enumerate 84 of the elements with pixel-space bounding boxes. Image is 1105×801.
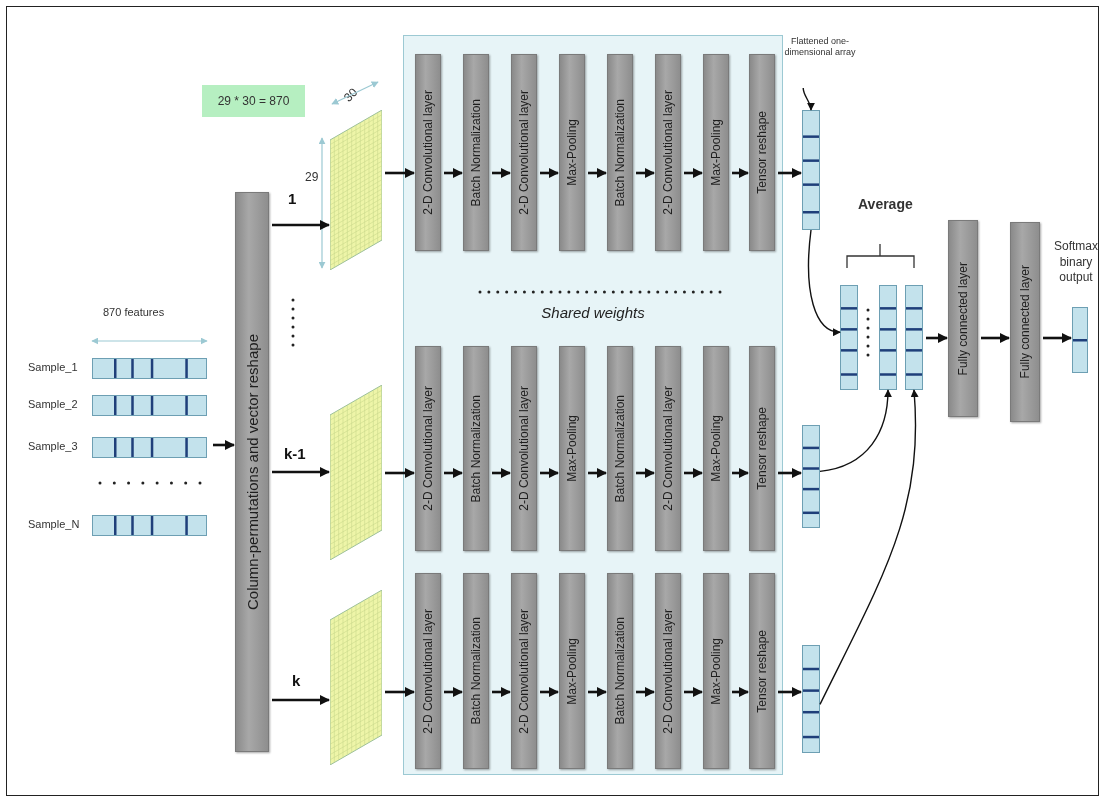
layer-box: Batch Normalization bbox=[463, 346, 489, 551]
layer-box: 2-D Convolutional layer bbox=[415, 54, 441, 251]
arrow bbox=[540, 468, 559, 478]
arrow bbox=[778, 468, 802, 478]
edge-label: k bbox=[292, 672, 301, 689]
formula-box: 29 * 30 = 870 bbox=[202, 85, 305, 117]
arrow bbox=[444, 168, 463, 178]
arrow bbox=[636, 168, 655, 178]
layer-box: Max-Pooling bbox=[703, 346, 729, 551]
arrow bbox=[732, 687, 749, 697]
layer-box: 2-D Convolutional layer bbox=[415, 573, 441, 769]
layer-box: 2-D Convolutional layer bbox=[655, 573, 681, 769]
annotation-text: Flattened one-dimensional array bbox=[778, 36, 862, 88]
arrow bbox=[684, 687, 703, 697]
row-label: Sample_3 bbox=[28, 440, 78, 452]
arrow bbox=[272, 467, 330, 477]
matrix-grid-drawing bbox=[330, 385, 382, 560]
arrow bbox=[492, 687, 511, 697]
arrow bbox=[778, 687, 802, 697]
arrow bbox=[540, 168, 559, 178]
dimension-label: 30 bbox=[341, 85, 361, 105]
edge-label: k-1 bbox=[284, 445, 306, 462]
arrow bbox=[732, 168, 749, 178]
layer-box: Fully connected layer bbox=[948, 220, 978, 417]
arrow bbox=[540, 687, 559, 697]
edge-label: 1 bbox=[288, 190, 297, 207]
arrow bbox=[636, 468, 655, 478]
output-label: Softmax binary output bbox=[1053, 239, 1099, 286]
arrow bbox=[636, 687, 655, 697]
layer-box: Max-Pooling bbox=[703, 573, 729, 769]
layer-box: Batch Normalization bbox=[607, 346, 633, 551]
layer-box: 2-D Convolutional layer bbox=[655, 54, 681, 251]
layer-box: Batch Normalization bbox=[463, 54, 489, 251]
layer-box: 2-D Convolutional layer bbox=[511, 54, 537, 251]
arrow bbox=[213, 440, 235, 450]
arrow bbox=[588, 168, 607, 178]
arrow bbox=[819, 389, 919, 706]
arrow bbox=[444, 468, 463, 478]
layer-box: Max-Pooling bbox=[559, 54, 585, 251]
layer-box: Tensor reshape bbox=[749, 346, 775, 551]
arrow bbox=[1043, 333, 1072, 343]
row-label: Sample_1 bbox=[28, 361, 78, 373]
layer-box: Tensor reshape bbox=[749, 54, 775, 251]
shared-weights-panel bbox=[403, 35, 783, 775]
layer-box: 2-D Convolutional layer bbox=[655, 346, 681, 551]
layer-box: Max-Pooling bbox=[559, 346, 585, 551]
arrow bbox=[492, 168, 511, 178]
group-label: Average bbox=[858, 196, 913, 212]
arrow bbox=[272, 695, 330, 705]
arrow bbox=[385, 687, 415, 697]
matrix-grid-drawing bbox=[330, 110, 382, 270]
arrow bbox=[444, 687, 463, 697]
reshape-bar: Column-permutations and vector reshape bbox=[235, 192, 269, 752]
arrow bbox=[802, 87, 815, 111]
arrow bbox=[588, 468, 607, 478]
arrow bbox=[272, 220, 330, 230]
layer-box: 2-D Convolutional layer bbox=[511, 573, 537, 769]
arrow bbox=[926, 333, 948, 343]
layer-box: Tensor reshape bbox=[749, 573, 775, 769]
arrow bbox=[819, 389, 892, 473]
layer-box: Batch Normalization bbox=[607, 573, 633, 769]
arrow bbox=[981, 333, 1010, 343]
row-label: Sample_N bbox=[28, 518, 80, 530]
dimension-label: 870 features bbox=[103, 306, 165, 318]
arrow bbox=[684, 168, 703, 178]
layer-box: Batch Normalization bbox=[607, 54, 633, 251]
layer-box: Max-Pooling bbox=[559, 573, 585, 769]
layer-box: 2-D Convolutional layer bbox=[415, 346, 441, 551]
arrow bbox=[588, 687, 607, 697]
layer-box: Fully connected layer bbox=[1010, 222, 1040, 422]
arrow bbox=[492, 468, 511, 478]
matrix-grid-drawing bbox=[330, 590, 382, 765]
arrow bbox=[732, 468, 749, 478]
layer-box: 2-D Convolutional layer bbox=[511, 346, 537, 551]
arrow bbox=[385, 468, 415, 478]
layer-box: Max-Pooling bbox=[703, 54, 729, 251]
arrow bbox=[385, 168, 415, 178]
arrow bbox=[778, 168, 802, 178]
arrow bbox=[807, 229, 841, 336]
layer-box: Batch Normalization bbox=[463, 573, 489, 769]
dimension-label: 29 bbox=[305, 170, 319, 184]
panel-label: Shared weights bbox=[540, 304, 646, 321]
arrow bbox=[684, 468, 703, 478]
row-label: Sample_2 bbox=[28, 398, 78, 410]
